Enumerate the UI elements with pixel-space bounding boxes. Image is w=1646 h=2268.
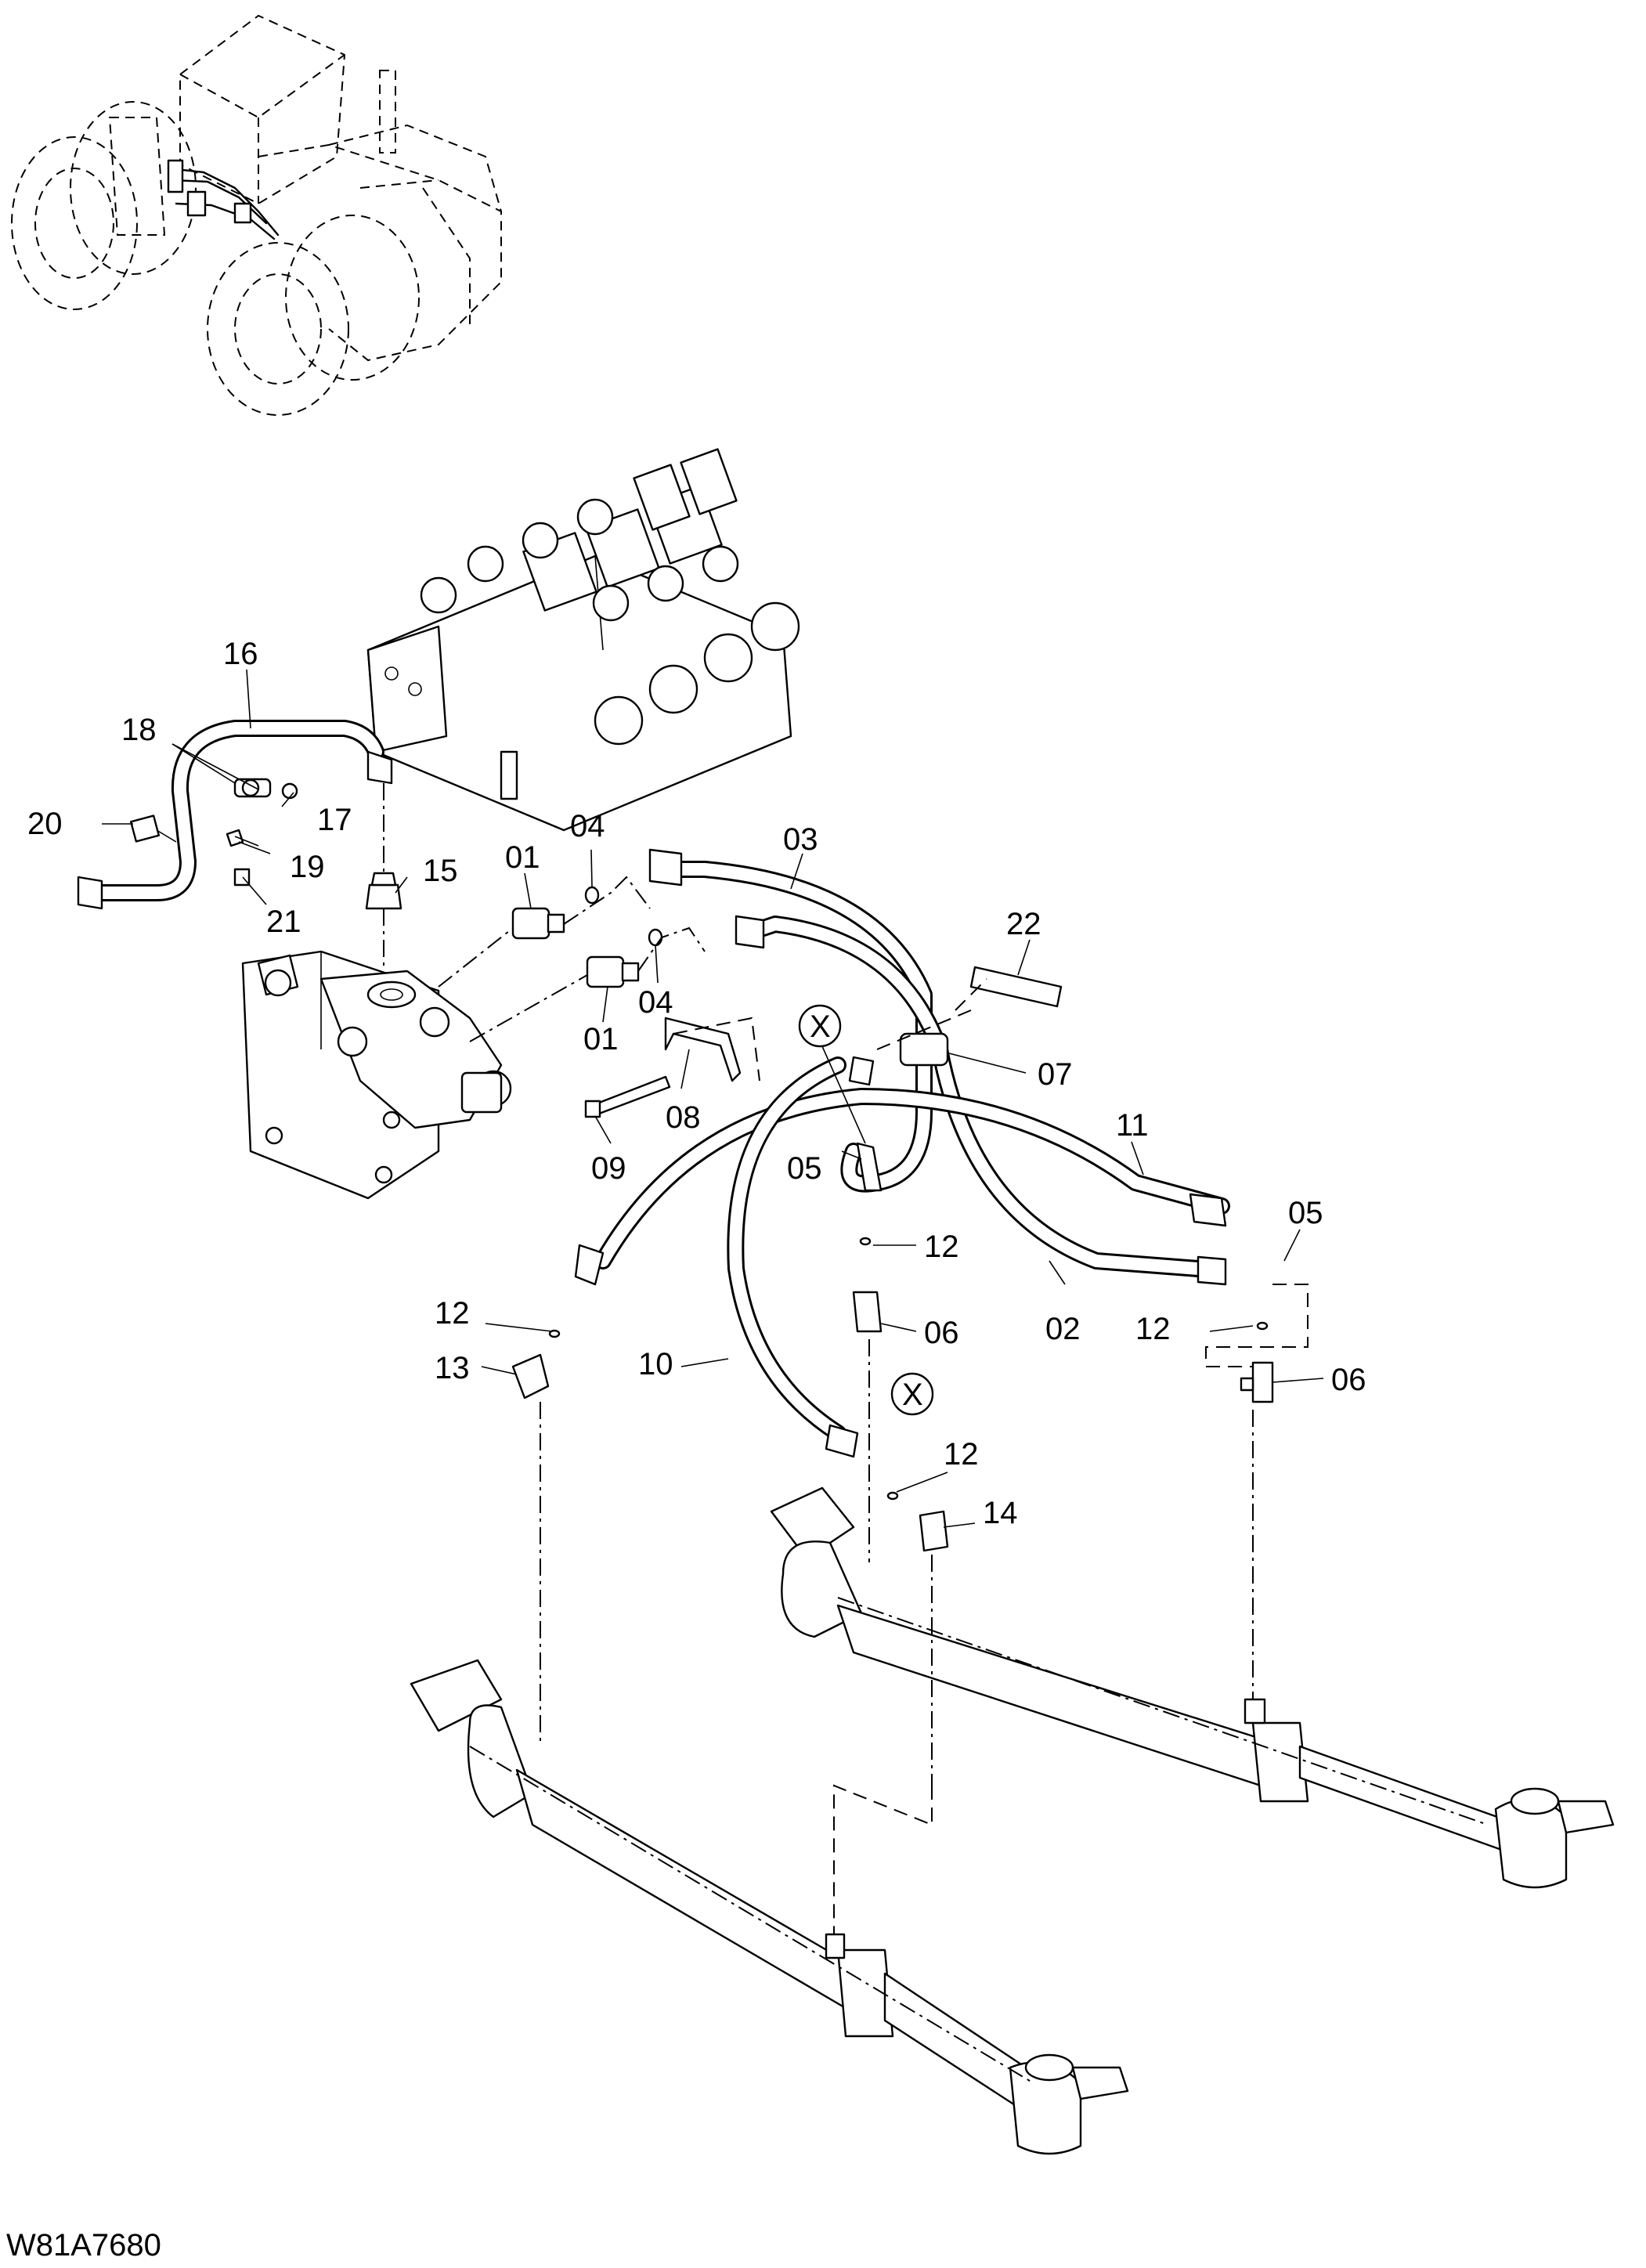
label-04-upper: 04 — [570, 809, 605, 843]
part-labels: 16 18 20 17 19 21 15 01 04 01 04 03 22 0… — [27, 637, 1366, 1530]
leader-lines — [102, 669, 1324, 1528]
drawing-code: W81A7680 — [6, 2228, 161, 2263]
label-12-left: 12 — [435, 1296, 470, 1331]
label-17: 17 — [317, 803, 352, 837]
label-21: 21 — [266, 905, 301, 939]
hoses — [574, 848, 1230, 1458]
label-18: 18 — [121, 713, 157, 747]
label-10: 10 — [638, 1347, 673, 1381]
valve-bracket-assembly — [241, 950, 512, 1200]
hose-16 — [77, 720, 393, 910]
label-12-center: 12 — [924, 1230, 959, 1264]
label-02: 02 — [1045, 1312, 1081, 1346]
label-05-center: 05 — [787, 1151, 822, 1186]
label-09: 09 — [591, 1151, 626, 1186]
machine-overview — [11, 14, 502, 416]
callout-x-lower: X — [902, 1378, 923, 1412]
label-13: 13 — [435, 1351, 470, 1385]
steering-cylinders — [410, 1009, 1615, 2155]
label-01-lower: 01 — [583, 1022, 619, 1056]
label-08: 08 — [666, 1100, 701, 1135]
label-12-lower: 12 — [944, 1437, 979, 1472]
adaptors-01-04 — [438, 876, 706, 1042]
label-06-center: 06 — [924, 1316, 959, 1350]
label-15: 15 — [423, 854, 458, 888]
label-19: 19 — [290, 850, 325, 884]
label-04-lower: 04 — [638, 985, 673, 1020]
label-07: 07 — [1038, 1057, 1073, 1092]
label-01-upper: 01 — [505, 840, 540, 875]
control-valve-assembly — [366, 448, 800, 832]
label-22: 22 — [1006, 907, 1041, 941]
part-15-adaptor — [365, 783, 402, 971]
fittings — [511, 1004, 1308, 1552]
label-14: 14 — [983, 1496, 1018, 1530]
label-11: 11 — [1116, 1108, 1149, 1143]
label-06-right: 06 — [1331, 1363, 1366, 1397]
label-12-right: 12 — [1135, 1312, 1171, 1346]
label-16: 16 — [223, 637, 258, 671]
label-03: 03 — [783, 822, 818, 857]
callout-x-upper: X — [810, 1009, 831, 1044]
label-05-right: 05 — [1288, 1196, 1323, 1230]
label-20: 20 — [27, 807, 63, 841]
